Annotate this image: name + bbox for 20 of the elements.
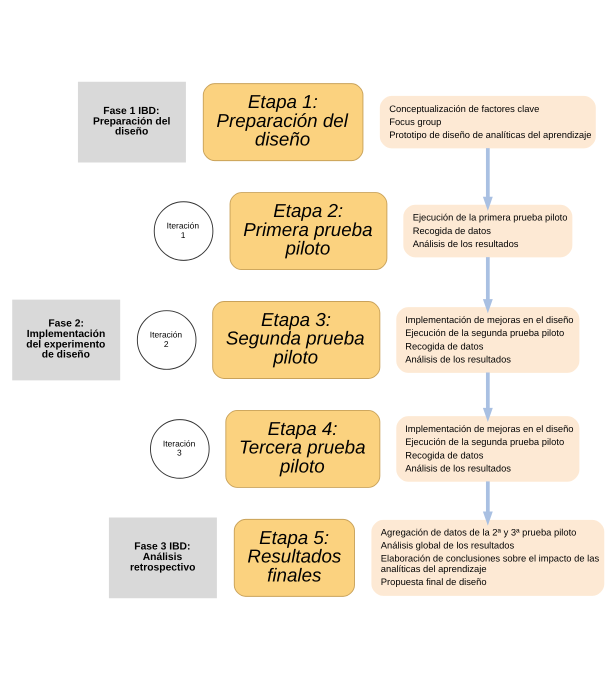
node-box: Conceptualización de factores clave Focus group Prototipo de diseño de analíticas del aprendizaje — [380, 95, 596, 148]
label: Fase 2: Implementación del experimento de diseño — [26, 318, 106, 360]
node-circle: Iteración 2 — [136, 310, 196, 370]
node-circle: Iteración 3 — [150, 418, 210, 478]
node-box: Etapa 1: Preparación del diseño — [202, 82, 364, 161]
node-box: Implementación de mejoras en el diseño Ejecución de la segunda prueba piloto Recogida de datos Análisis de los resultados — [396, 416, 580, 482]
arrow — [482, 256, 493, 313]
node-box: Etapa 5: Resultados finales — [234, 518, 355, 596]
node-box: Implementación de mejoras en el diseño Ejecución de la segunda prueba piloto Recogida de datos Análisis de los resultados — [396, 306, 580, 372]
arrow — [482, 148, 493, 210]
arrow — [482, 480, 493, 526]
node-circle: Iteración 1 — [154, 200, 214, 260]
node-box: Agregación de datos de la 2ª y 3ª prueba piloto Análisis global de los resultados Elaboración de conclusiones sobre el impacto de las analíticas del aprendizaje Propuesta final de diseño — [371, 519, 604, 596]
arrow — [482, 372, 493, 422]
label: Fase 1 IBD: Preparación del diseño — [92, 105, 170, 138]
label: Fase 3 IBD: Análisis retrospectivo — [130, 541, 196, 573]
node-box: Etapa 3: Segunda prueba piloto — [212, 300, 380, 378]
node-box: Ejecución de la primera prueba piloto Recogida de datos Análisis de los resultados — [403, 204, 572, 257]
node-box: Etapa 4: Tercera prueba piloto — [225, 409, 380, 488]
node-box: Etapa 2: Primera prueba piloto — [230, 192, 388, 270]
